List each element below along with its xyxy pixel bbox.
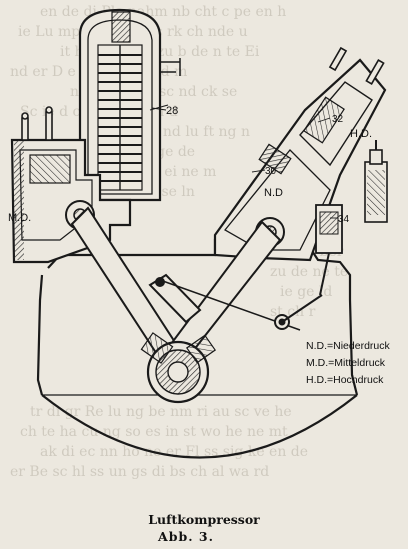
label-32: 32 xyxy=(332,114,344,125)
label-hd: H.D. xyxy=(350,128,372,140)
label-30: 30 xyxy=(265,166,277,177)
figure-caption-title: Luftkompressor xyxy=(148,512,260,527)
leader-lines xyxy=(151,107,338,219)
legend-md: M.D.=Mitteldruck xyxy=(306,357,386,369)
intercooler-28 xyxy=(78,8,181,202)
legend-nd: N.D.=Niederdruck xyxy=(306,340,390,352)
low-high-pressure-cylinder xyxy=(213,46,388,296)
legend-hd: H.D.=Hochdruck xyxy=(306,374,384,386)
figure-caption-number: Abb. 3. xyxy=(158,529,214,544)
label-md: M.D. xyxy=(8,212,31,224)
label-nd: N.D xyxy=(264,187,283,199)
crankshaft xyxy=(140,332,217,404)
label-28: 28 xyxy=(166,105,178,117)
connecting-rods xyxy=(70,206,323,364)
label-34: 34 xyxy=(338,214,350,225)
pressure-legend: N.D.=Niederdruck M.D.=Mitteldruck H.D.=H… xyxy=(306,340,390,386)
crankcase-housing xyxy=(36,238,359,459)
